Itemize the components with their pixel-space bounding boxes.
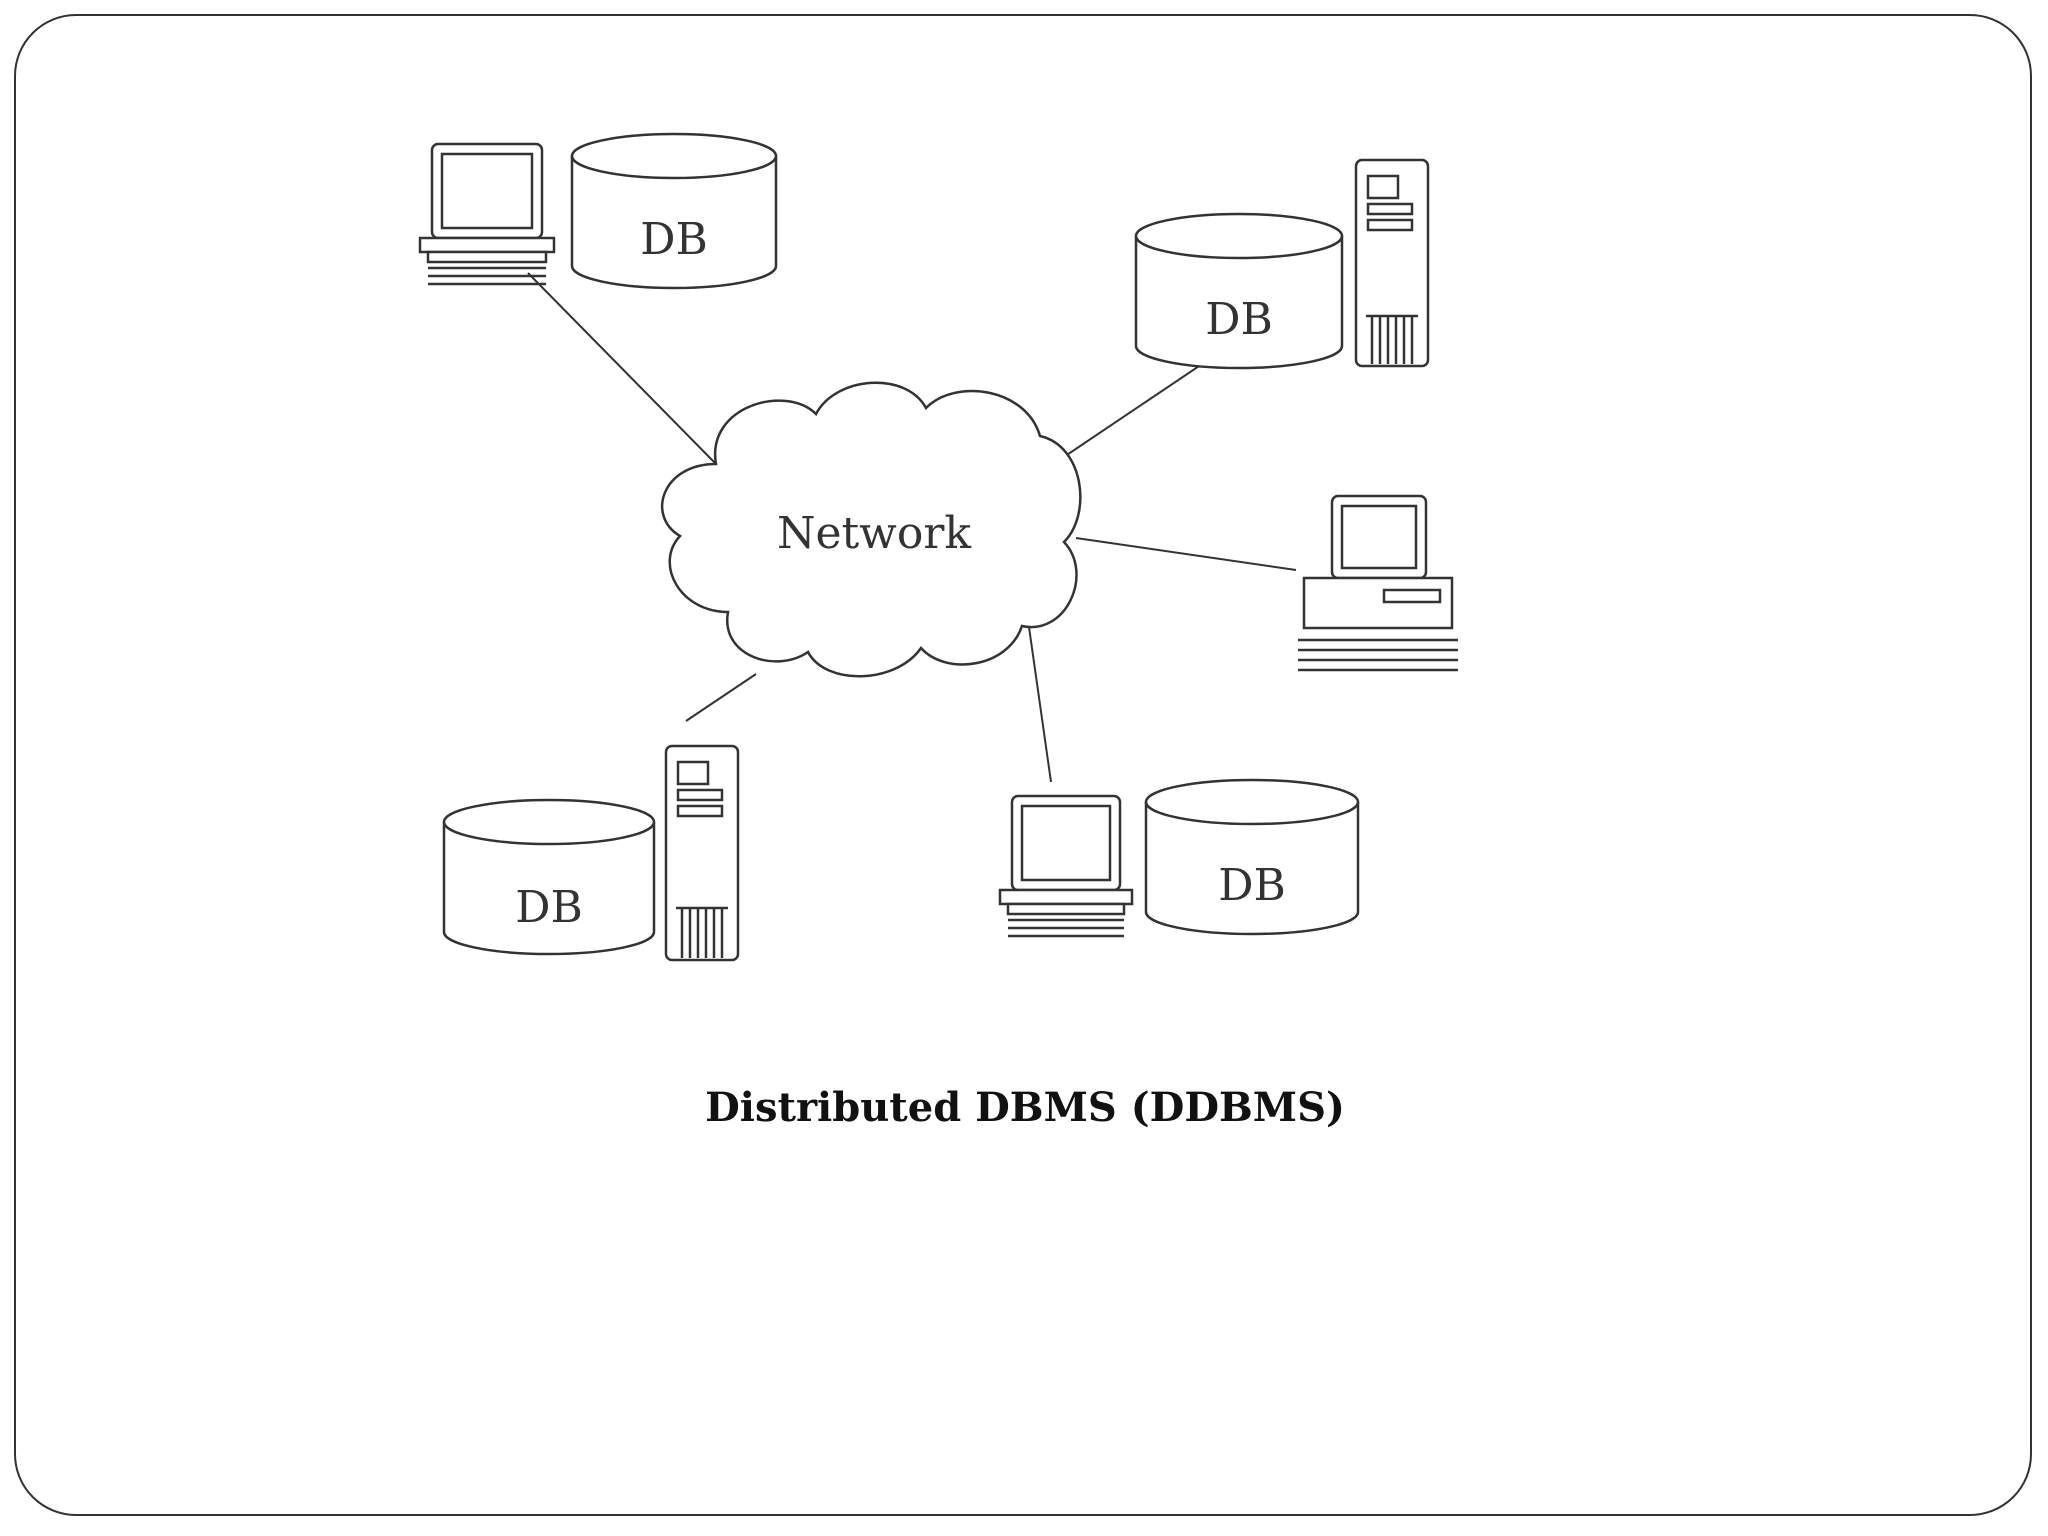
- network-cloud: Network: [661, 381, 1082, 678]
- desktop-computer-icon: [418, 142, 556, 286]
- db-label: DB: [515, 882, 583, 933]
- db-label: DB: [1205, 294, 1273, 345]
- link-top-left: [527, 272, 717, 465]
- link-bottom-right: [1025, 605, 1052, 783]
- database-cylinder-icon: DB: [570, 132, 778, 290]
- database-cylinder-icon: DB: [1144, 778, 1360, 936]
- tower-server-icon: [1354, 158, 1430, 368]
- database-cylinder-icon: DB: [1134, 212, 1344, 370]
- ddbms-diagram: Network DB DB: [418, 132, 1458, 962]
- site-top-right: DB: [1134, 158, 1430, 370]
- network-links: [527, 272, 1297, 783]
- network-label: Network: [777, 508, 971, 559]
- site-top-left: DB: [418, 132, 778, 290]
- site-bottom-left: DB: [442, 744, 740, 962]
- tower-server-icon: [664, 744, 740, 962]
- link-right: [1075, 537, 1297, 571]
- db-label: DB: [1218, 860, 1286, 911]
- link-top-right: [1045, 355, 1215, 470]
- site-right: [1298, 494, 1458, 672]
- link-bottom-left: [685, 673, 757, 722]
- db-label: DB: [640, 214, 708, 265]
- slide: Network DB DB: [14, 14, 2032, 1516]
- database-cylinder-icon: DB: [442, 798, 656, 956]
- site-bottom-right: DB: [998, 778, 1360, 938]
- cloud-icon: [661, 381, 1082, 678]
- workstation-computer-icon: [1298, 494, 1458, 672]
- diagram-caption: Distributed DBMS (DDBMS): [705, 1084, 1345, 1131]
- desktop-computer-icon: [998, 794, 1134, 938]
